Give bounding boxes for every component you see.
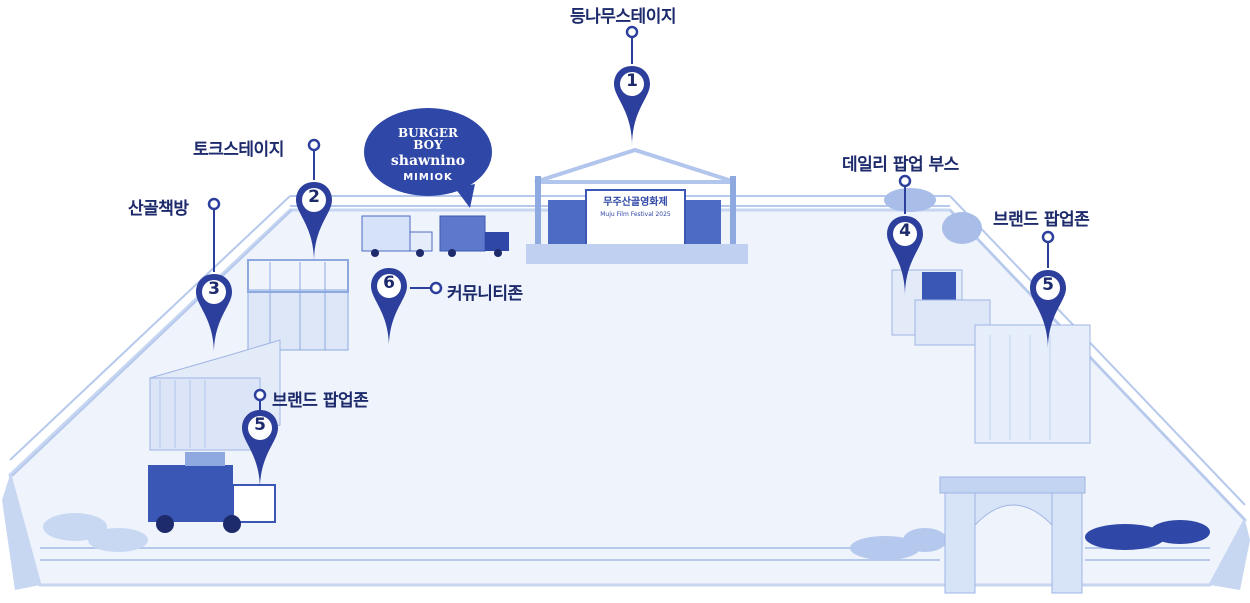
zone-pin-number: 2 bbox=[308, 187, 320, 207]
zone-pin-number: 3 bbox=[208, 279, 220, 299]
zone-pin-5-left[interactable]: 5 bbox=[240, 408, 280, 490]
zone-label-4[interactable]: 데일리 팝업 부스 bbox=[842, 155, 959, 175]
zone-pin-5-right[interactable]: 5 bbox=[1028, 268, 1068, 350]
zone-label-3[interactable]: 산골책방 bbox=[128, 199, 189, 219]
zone-pin-6[interactable]: 6 bbox=[369, 266, 409, 348]
zone-label-2[interactable]: 토크스테이지 bbox=[193, 140, 284, 160]
brand-bubble-shape bbox=[364, 108, 492, 208]
food-truck-2 bbox=[439, 215, 509, 257]
left-fence bbox=[9, 195, 293, 477]
main-stage bbox=[526, 147, 748, 264]
zone-label-1[interactable]: 등나무스테이지 bbox=[570, 7, 676, 27]
daily-popup-booth bbox=[891, 269, 991, 346]
zone-pin-4[interactable]: 4 bbox=[885, 214, 925, 296]
brand-bubble-line2: BOY bbox=[413, 138, 443, 152]
stage-screen-subtitle: Muju Film Festival 2025 bbox=[600, 211, 671, 218]
zone-pin-3[interactable]: 3 bbox=[194, 272, 234, 354]
zone-pin-number: 5 bbox=[254, 415, 266, 435]
zone-pin-number: 4 bbox=[899, 221, 911, 241]
right-fence bbox=[949, 195, 1246, 521]
talk-stage-structure bbox=[247, 259, 349, 351]
brand-bubble-line1: BURGER bbox=[398, 126, 458, 140]
food-truck-1 bbox=[361, 215, 433, 257]
map-pin-icon bbox=[196, 274, 232, 354]
map-pin-icon bbox=[614, 66, 650, 146]
map-pin-icon bbox=[1030, 270, 1066, 350]
zone-label-6[interactable]: 커뮤니티존 bbox=[447, 284, 523, 304]
entrance-gate bbox=[939, 476, 1086, 594]
brand-bubble-line4: MIMIOK bbox=[403, 172, 453, 183]
bushes-left bbox=[43, 513, 148, 552]
bushes-top-right bbox=[884, 188, 982, 244]
zone-pin-2[interactable]: 2 bbox=[294, 180, 334, 262]
stage-screen: 무주산골영화제 Muju Film Festival 2025 bbox=[588, 196, 683, 220]
zone-pin-number: 5 bbox=[1042, 275, 1054, 295]
zone-pin-number: 6 bbox=[383, 273, 395, 293]
map-pin-icon bbox=[371, 268, 407, 348]
map-pin-icon bbox=[242, 410, 278, 490]
leader-dots bbox=[207, 25, 1055, 402]
stage-screen-title: 무주산골영화제 bbox=[603, 197, 668, 208]
bushes-front bbox=[850, 528, 947, 560]
brand-bubble-line3: shawnino bbox=[390, 153, 466, 169]
bushes-right bbox=[1085, 520, 1210, 550]
zone-label-5-right[interactable]: 브랜드 팝업존 bbox=[993, 210, 1090, 230]
leader-lines bbox=[213, 38, 1049, 410]
brand-popup-container bbox=[974, 324, 1091, 444]
map-pin-icon bbox=[296, 182, 332, 262]
zone-label-5-left[interactable]: 브랜드 팝업존 bbox=[272, 391, 369, 411]
map-pin-icon bbox=[887, 216, 923, 296]
brand-bubble: BURGER BOY shawnino MIMIOK bbox=[368, 127, 488, 185]
zone-pin-number: 1 bbox=[626, 71, 638, 91]
zone-pin-1[interactable]: 1 bbox=[612, 64, 652, 146]
brand-popup-truck bbox=[148, 452, 276, 533]
